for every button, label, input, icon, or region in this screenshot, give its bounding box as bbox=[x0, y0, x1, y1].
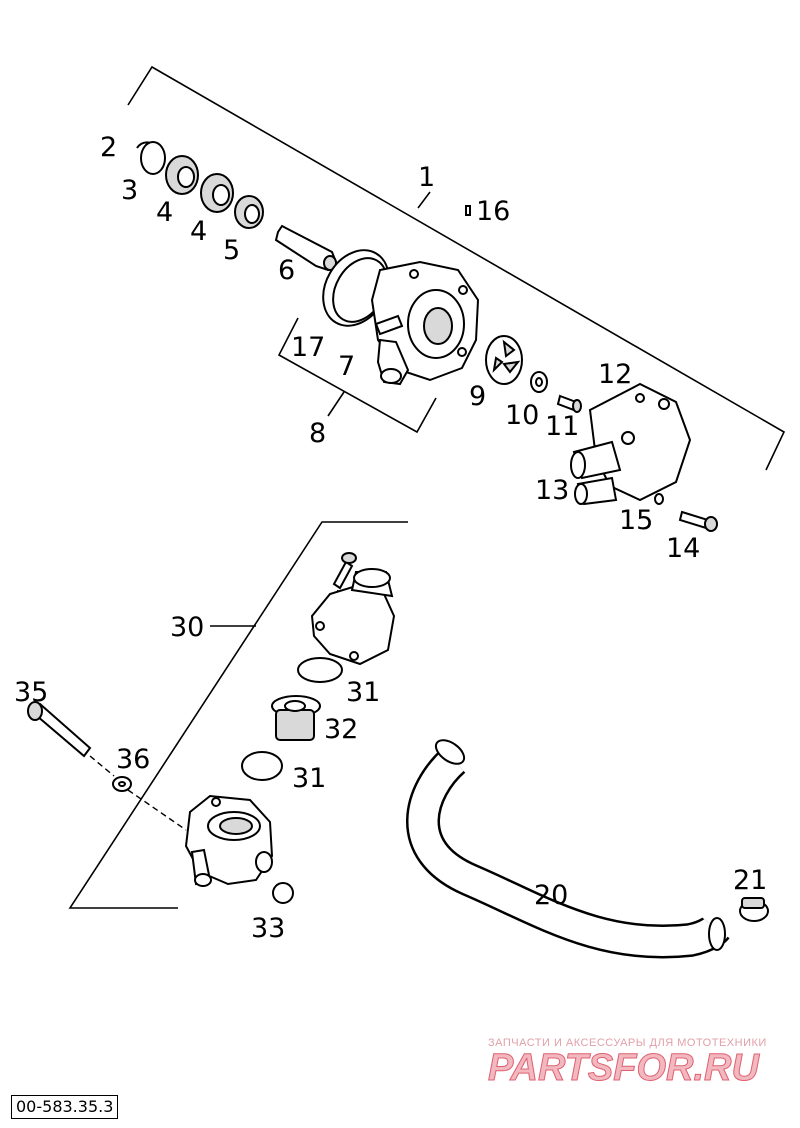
callout-9: 9 bbox=[469, 381, 486, 412]
callout-1: 1 bbox=[418, 162, 435, 193]
callout-12: 12 bbox=[598, 359, 632, 390]
callout-4a: 4 bbox=[156, 197, 173, 228]
callout-13: 13 bbox=[535, 475, 569, 506]
part-o-ring-upper bbox=[297, 657, 343, 683]
assembly-1-bracket bbox=[127, 65, 786, 471]
watermark-brand: PARTSFOR.RU bbox=[488, 1047, 760, 1089]
diagram-reference-code: 00-583.35.3 bbox=[11, 1095, 119, 1119]
callout-10: 10 bbox=[505, 400, 539, 431]
part-bearing-a bbox=[165, 155, 199, 195]
part-impeller-bolt bbox=[556, 394, 582, 413]
callout-16: 16 bbox=[476, 196, 510, 227]
part-impeller bbox=[485, 335, 523, 385]
part-thermostat-housing bbox=[184, 794, 274, 887]
callout-31b: 31 bbox=[292, 763, 326, 794]
part-housing-o-ring bbox=[272, 882, 294, 904]
part-bearing-b bbox=[200, 173, 234, 213]
part-pump-shaft bbox=[274, 224, 338, 272]
part-coolant-hose bbox=[406, 739, 730, 959]
callout-labels: 1 2 3 4 4 5 6 7 8 9 10 11 12 13 14 15 16… bbox=[14, 132, 767, 944]
callout-11: 11 bbox=[545, 411, 579, 442]
callout-36: 36 bbox=[116, 744, 150, 775]
part-long-bolt bbox=[27, 701, 187, 831]
part-pump-housing bbox=[370, 260, 480, 386]
watermark-subtitle: ЗАПЧАСТИ И АКСЕССУАРЫ ДЛЯ МОТОТЕХНИКИ bbox=[488, 1037, 767, 1049]
part-thermostat-cover bbox=[310, 568, 396, 666]
callout-14: 14 bbox=[666, 533, 700, 564]
callout-4b: 4 bbox=[190, 216, 207, 247]
part-thermostat bbox=[271, 695, 321, 741]
callout-2: 2 bbox=[100, 132, 117, 163]
part-bolt-washer bbox=[112, 776, 132, 792]
watermark: ЗАПЧАСТИ И АКСЕССУАРЫ ДЛЯ МОТОТЕХНИКИ PA… bbox=[488, 1037, 767, 1090]
callout-15: 15 bbox=[619, 505, 653, 536]
callout-5: 5 bbox=[223, 235, 240, 266]
part-retaining-ring bbox=[140, 141, 166, 175]
callout-33: 33 bbox=[251, 913, 285, 944]
callout-21: 21 bbox=[733, 865, 767, 896]
part-shaft-seal bbox=[234, 195, 264, 229]
part-cover-screw bbox=[678, 510, 718, 532]
callout-8: 8 bbox=[309, 418, 326, 449]
callout-35: 35 bbox=[14, 677, 48, 708]
part-washer bbox=[530, 371, 548, 393]
part-16-marker bbox=[465, 205, 471, 216]
callout-20: 20 bbox=[534, 880, 568, 911]
callout-31a: 31 bbox=[346, 677, 380, 708]
callout-6: 6 bbox=[278, 255, 295, 286]
callout-32: 32 bbox=[324, 714, 358, 745]
callout-7: 7 bbox=[338, 351, 355, 382]
assembly-8-bracket bbox=[277, 317, 437, 434]
callout-17: 17 bbox=[291, 332, 325, 363]
part-pump-cover bbox=[570, 382, 692, 506]
callout-30: 30 bbox=[170, 612, 204, 643]
part-small-o-ring bbox=[654, 493, 664, 505]
part-o-ring-lower bbox=[241, 751, 283, 781]
part-hose-clamp bbox=[739, 897, 769, 922]
callout-3: 3 bbox=[121, 175, 138, 206]
assembly-30-bracket bbox=[68, 521, 408, 909]
